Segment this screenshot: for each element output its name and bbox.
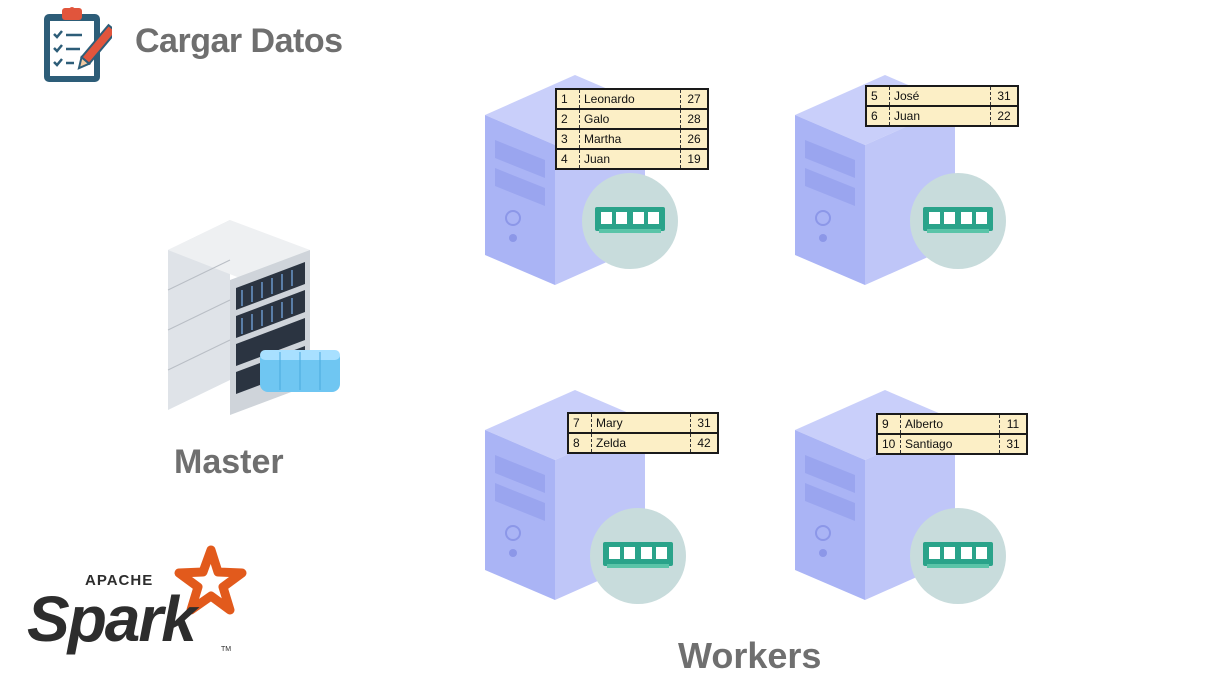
ram-memory-icon bbox=[582, 173, 678, 269]
master-label: Master bbox=[174, 443, 284, 481]
apache-spark-logo: APACHE Spark TM bbox=[25, 545, 255, 665]
svg-text:Spark: Spark bbox=[27, 583, 200, 655]
server-rack-icon bbox=[160, 210, 350, 430]
ram-memory-icon bbox=[910, 173, 1006, 269]
svg-text:TM: TM bbox=[221, 646, 231, 653]
page-title: Cargar Datos bbox=[135, 22, 343, 60]
ram-memory-icon bbox=[910, 508, 1006, 604]
svg-text:APACHE: APACHE bbox=[85, 572, 153, 589]
workers-label: Workers bbox=[678, 635, 822, 676]
clipboard-checklist-icon bbox=[40, 4, 118, 89]
ram-memory-icon bbox=[590, 508, 686, 604]
